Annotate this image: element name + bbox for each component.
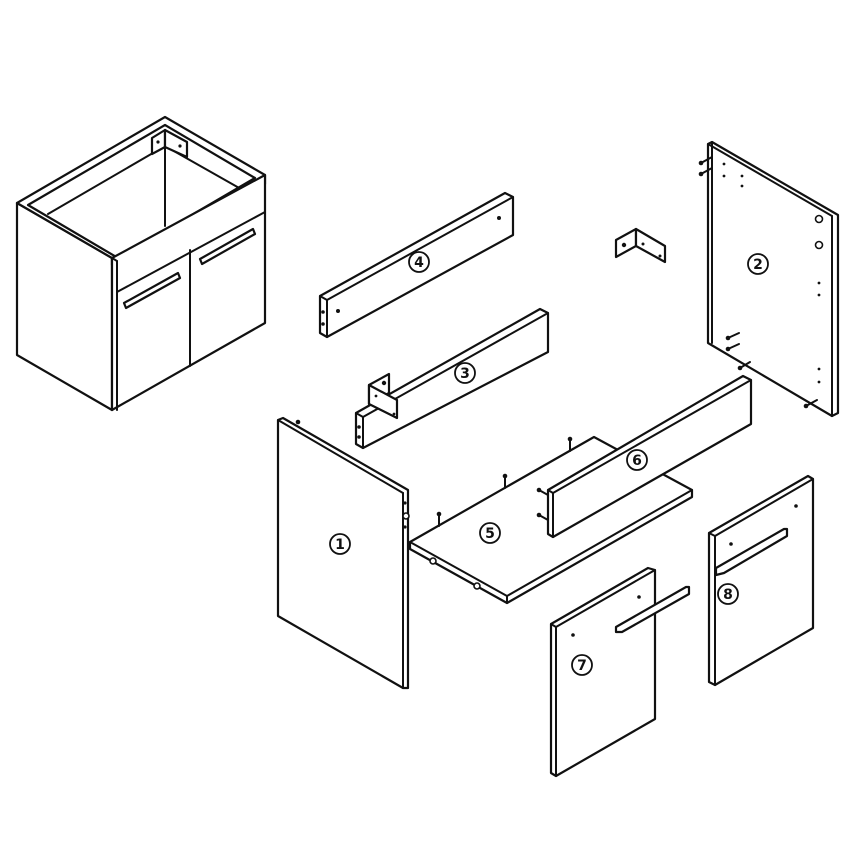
part-4-label: 4: [414, 255, 424, 271]
part-3-label-circle: [454, 362, 476, 384]
part-1-left-side: 1: [276, 416, 410, 690]
part-5-label-circle: [479, 522, 501, 544]
part-5-label: 5: [485, 526, 495, 542]
corner-bracket-loose: [614, 227, 667, 264]
cabinet-handle-right: [198, 227, 257, 266]
part-7-label: 7: [577, 658, 587, 674]
part-2-label-circle: [747, 253, 769, 275]
part-3-front-rail: 3: [354, 307, 550, 450]
cabinet-opening: [26, 123, 257, 260]
part-1-label-circle: [329, 533, 351, 555]
part-1-label: 1: [335, 537, 345, 553]
part-8-label-circle: [717, 583, 739, 605]
part-7-left-door: 7: [549, 566, 691, 778]
part-4-label-circle: [408, 251, 430, 273]
assembled-cabinet: [15, 115, 267, 412]
door-8-handle: [714, 527, 789, 577]
part-8-right-door: 8: [707, 474, 815, 687]
part-2-right-side: 2: [698, 140, 840, 418]
part-6-label-circle: [626, 449, 648, 471]
part-2-label: 2: [753, 257, 763, 273]
door-7-handle: [614, 585, 691, 634]
part-7-label-circle: [571, 654, 593, 676]
part-4-back-rail: 4: [318, 191, 515, 339]
part-6-label: 6: [632, 453, 642, 469]
part-6-back-plinth: 6: [536, 374, 753, 539]
part-8-label: 8: [723, 587, 733, 603]
part-3-label: 3: [460, 366, 470, 382]
cabinet-handle-left: [122, 271, 182, 310]
